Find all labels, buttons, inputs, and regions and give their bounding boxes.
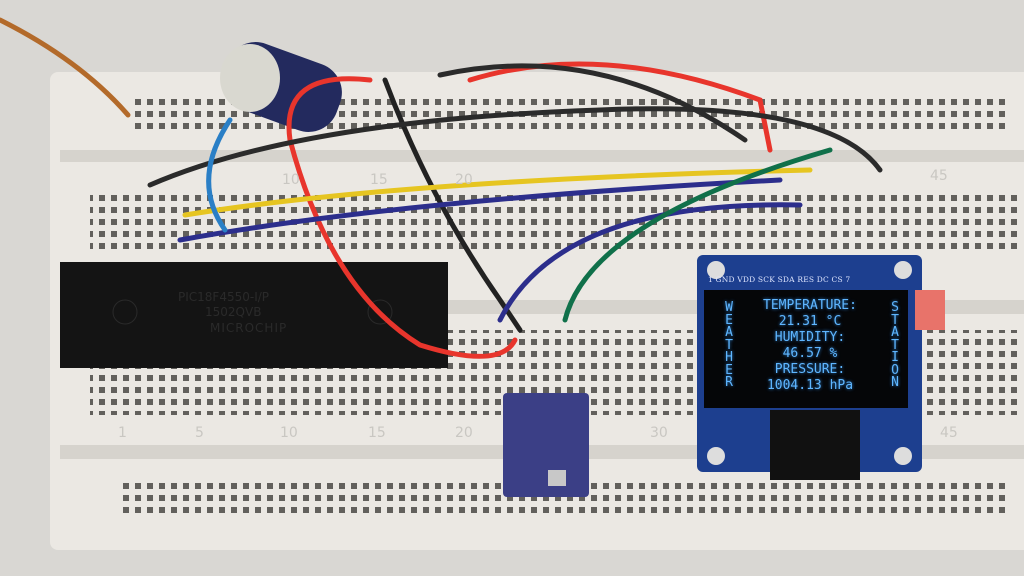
col-num: 30	[650, 425, 668, 441]
col-num: 1	[118, 425, 127, 441]
oled-pin-labels: 1 GND VDD SCK SDA RES DC CS 7	[708, 275, 851, 284]
terminal-strip-top	[90, 190, 1020, 250]
col-num: 20	[455, 425, 473, 441]
wire-green	[562, 147, 833, 323]
col-num: 20	[455, 172, 473, 188]
temperature-label: TEMPERATURE:	[763, 298, 857, 313]
temperature-value: 21.31 °C	[778, 314, 842, 329]
pressure-value: 1004.13 hPa	[766, 378, 854, 393]
col-num: 15	[368, 425, 386, 441]
humidity-value: 46.57 %	[782, 346, 838, 361]
oled-screen	[704, 290, 908, 408]
oled-weather-text: WEATHER	[725, 300, 733, 390]
wire-black	[382, 77, 523, 333]
wire-navy-2	[497, 202, 803, 323]
col-num: 10	[282, 172, 300, 188]
wire-red	[286, 76, 518, 359]
wire-brown	[0, 17, 131, 118]
chip-brand: MICROCHIP	[210, 321, 288, 335]
col-num: 45	[940, 425, 958, 441]
bme280-sensor	[503, 393, 589, 497]
oled-station-text: STATION	[891, 300, 899, 390]
col-num: 5	[195, 425, 204, 441]
electrolytic-capacitor	[220, 42, 342, 132]
wire-black-long	[147, 106, 883, 188]
humidity-label: HUMIDITY:	[774, 330, 846, 345]
wire-navy	[177, 177, 783, 243]
chip-part-number: PIC18F4550-I/P	[178, 290, 270, 304]
chip-date-code: 1502QVB	[205, 305, 262, 319]
wire-blue	[206, 117, 233, 233]
col-num: 15	[370, 172, 388, 188]
wire-yellow	[182, 167, 813, 218]
col-num: 10	[280, 425, 298, 441]
wire-red-top	[467, 61, 773, 153]
wire-black-top	[437, 63, 748, 143]
col-num: 45	[930, 168, 948, 184]
pressure-label: PRESSURE:	[774, 362, 846, 377]
